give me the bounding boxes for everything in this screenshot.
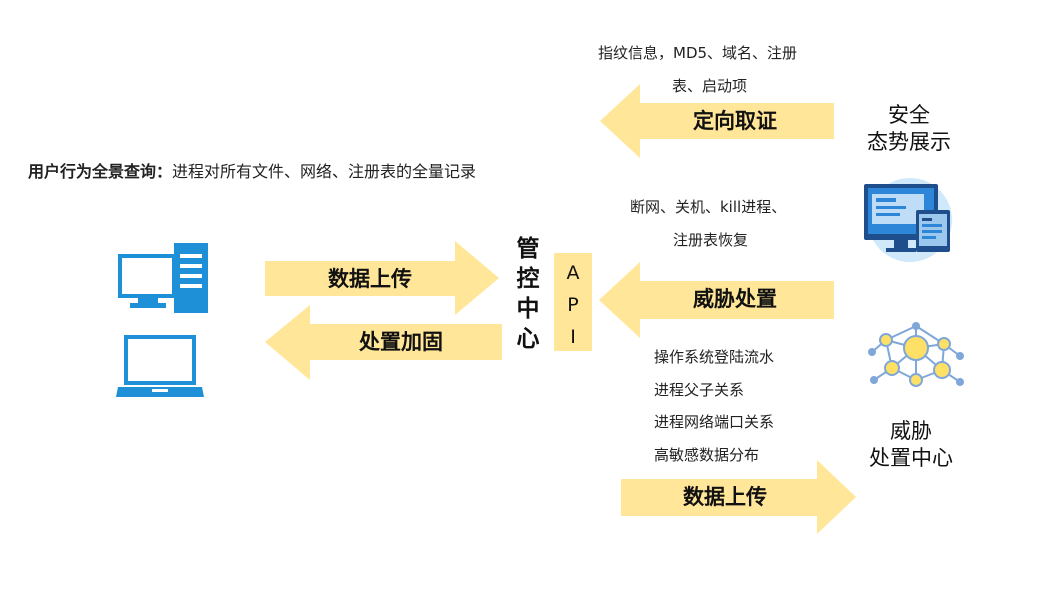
network-nodes-icon (868, 322, 964, 387)
threat-handling-arrow (599, 262, 834, 338)
reinforce-label: 处置加固 (359, 330, 443, 354)
threat-handling-label: 威胁处置 (693, 287, 777, 311)
management-center-label: 管 控 中 心 (510, 234, 546, 354)
dashboard-monitor-icon (864, 178, 952, 262)
threat-center-title-line1: 威胁 (890, 419, 932, 443)
security-situation-title: 安全 态势展示 (850, 102, 968, 156)
data-item: 进程网络端口关系 (654, 413, 775, 431)
mgmt-char: 控 (516, 266, 540, 292)
data-item: 进程父子关系 (654, 381, 745, 399)
threat-center-title: 威胁 处置中心 (852, 418, 970, 472)
api-char: I (570, 326, 576, 348)
upload-label-left: 数据上传 (328, 267, 412, 291)
upload-label-right: 数据上传 (683, 485, 767, 509)
mgmt-char: 中 (516, 296, 540, 322)
api-char: A (566, 262, 580, 284)
upload-arrow-right (621, 460, 856, 534)
security-title-line1: 安全 (888, 103, 930, 127)
desktop-computer-icon (118, 243, 208, 313)
api-char: P (567, 294, 579, 316)
reinforce-arrow (265, 305, 502, 380)
behavior-query-note: 用户行为全景查询：进程对所有文件、网络、注册表的全量记录 (28, 163, 476, 181)
laptop-icon (116, 335, 204, 397)
behavior-query-title: 用户行为全景查询： (28, 162, 173, 181)
handling-note-line2: 注册表恢复 (673, 231, 749, 249)
api-box: A P I (554, 253, 592, 351)
forensics-note-line1: 指纹信息，MD5、域名、注册 (598, 44, 798, 62)
mgmt-char: 心 (516, 326, 540, 352)
forensics-arrow (600, 84, 834, 158)
mgmt-char: 管 (516, 236, 540, 262)
behavior-query-text: 进程对所有文件、网络、注册表的全量记录 (172, 162, 477, 181)
security-title-line2: 态势展示 (867, 130, 951, 154)
forensics-label: 定向取证 (693, 109, 777, 133)
handling-note-line1: 断网、关机、kill进程、 (630, 198, 787, 216)
data-item: 操作系统登陆流水 (654, 348, 775, 366)
upload-arrow-left (265, 241, 499, 315)
data-item: 高敏感数据分布 (654, 446, 760, 464)
threat-center-title-line2: 处置中心 (869, 446, 953, 470)
forensics-note-line2: 表、启动项 (672, 77, 748, 95)
